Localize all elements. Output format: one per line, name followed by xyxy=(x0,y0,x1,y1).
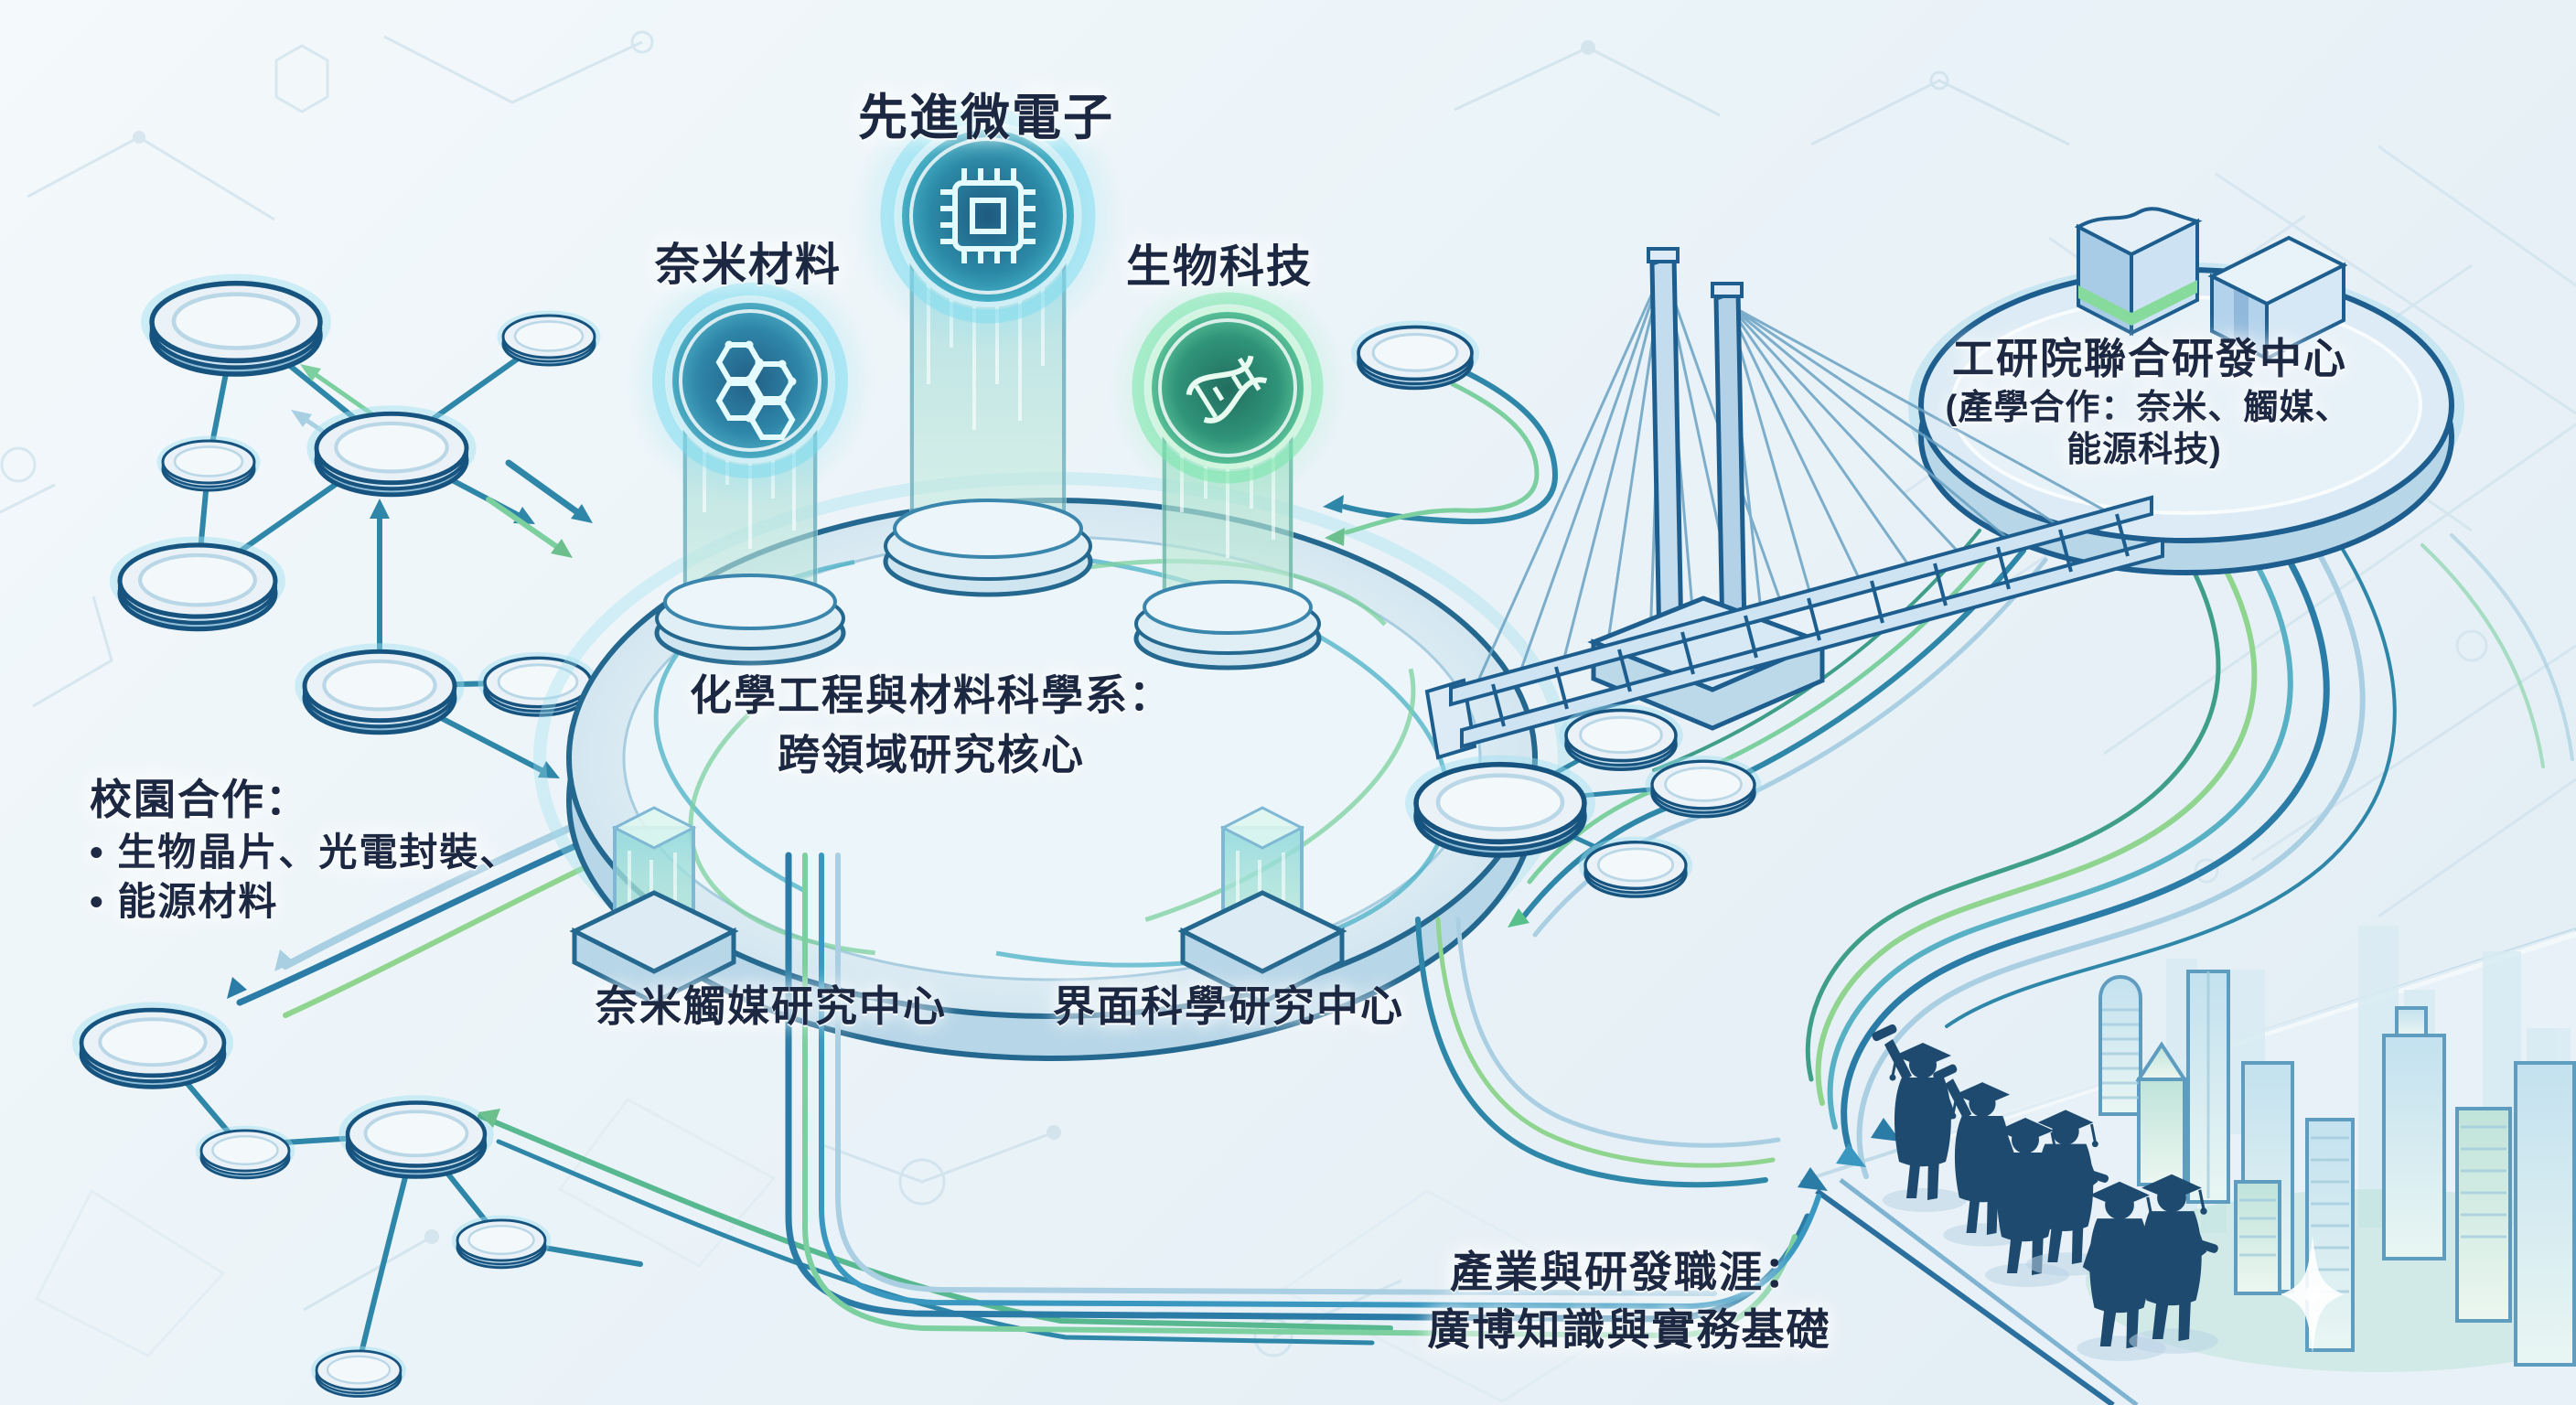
label-nano-catalyst-center: 奈米觸媒研究中心 xyxy=(596,982,947,1030)
bullet-icon: • xyxy=(90,880,105,923)
itri-node xyxy=(1908,207,2464,575)
pillar-microelectronics xyxy=(851,79,1125,597)
career-line2: 廣博知識與實務基礎 xyxy=(1427,1304,1831,1354)
chip-icon xyxy=(940,168,1036,263)
molecule-icon xyxy=(715,340,797,440)
label-nano-materials: 奈米材料 xyxy=(654,241,843,290)
building-icon xyxy=(2074,207,2348,362)
career-caption: 產業與研發職涯： 廣博知識與實務基礎 xyxy=(1428,1244,1831,1359)
pedestal-nano-catalyst xyxy=(569,806,739,1005)
network-node-icon xyxy=(1354,324,1476,389)
research-center-pedestals xyxy=(569,806,1347,1005)
flow-bottom-diagonal xyxy=(478,1109,1393,1346)
campus-item-2: • 能源材料 xyxy=(90,880,279,923)
dna-icon xyxy=(1186,355,1268,424)
core-title-line2: 跨領域研究核心 xyxy=(778,731,1085,779)
campus-title: 校園合作： xyxy=(90,776,309,823)
sparkle-icon xyxy=(2281,1236,2344,1353)
career-line1: 產業與研發職涯： xyxy=(1450,1248,1809,1296)
bullet-icon: • xyxy=(90,831,105,874)
label-interface-science-center: 界面科學研究中心 xyxy=(1053,982,1404,1030)
industry-node-cluster xyxy=(1410,707,1759,896)
flow-platform-to-road xyxy=(785,852,1821,1339)
pillar-biotechnology xyxy=(1109,269,1347,670)
campus-item-1: • 生物晶片、光電封裝、 xyxy=(90,831,521,874)
pillar-nano-materials xyxy=(626,256,875,666)
itri-subtitle-line2: 能源科技) xyxy=(2066,431,2222,469)
road-entry-arrows xyxy=(1798,1118,1901,1191)
bridge-icon xyxy=(1424,247,2164,760)
label-advanced-microelectronics: 先進微電子 xyxy=(858,91,1114,145)
core-title-line1: 化學工程與材料科學系： xyxy=(690,671,1173,719)
platform-core-title: 化學工程與材料科學系： 跨領域研究核心 xyxy=(690,666,1173,786)
label-biotechnology: 生物科技 xyxy=(1125,242,1314,292)
network-node-icon xyxy=(145,278,327,374)
pedestal-interface-science xyxy=(1177,806,1347,1005)
inbound-arrows xyxy=(486,365,1559,558)
itri-title: 工研院聯合研發中心 xyxy=(1952,335,2347,382)
campus-network xyxy=(76,278,643,1396)
itri-subtitle-line1: (產學合作：奈米、觸媒、 xyxy=(1945,389,2351,427)
